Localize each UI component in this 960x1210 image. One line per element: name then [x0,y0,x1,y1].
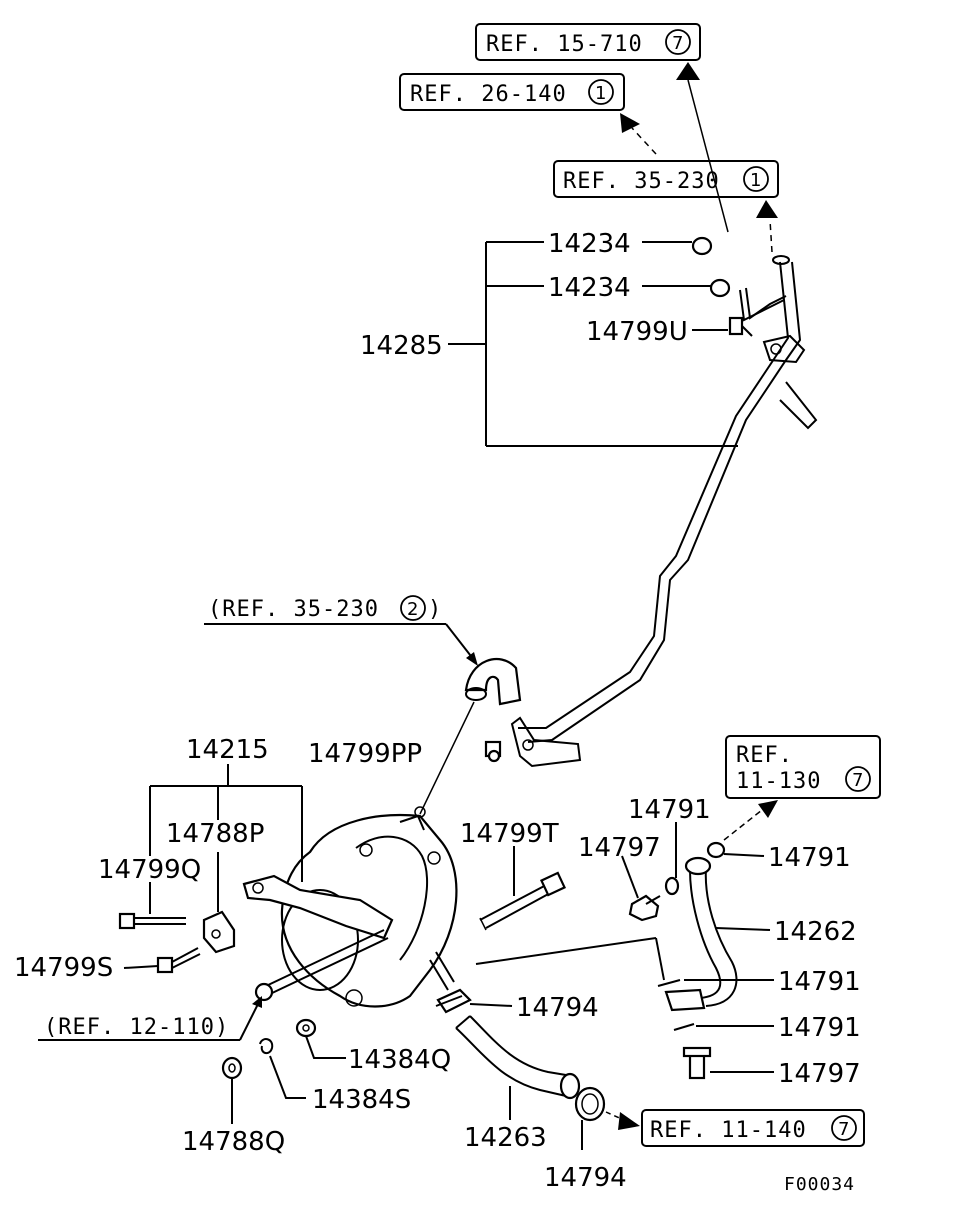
leaders-left [123,764,303,969]
hose-14263[interactable] [455,1015,581,1100]
ref-arrows-top [620,62,778,253]
ref-11-140-arrow [605,1111,640,1130]
clamp-14794-lower[interactable] [574,1086,606,1150]
arrow-up-icon [676,62,700,80]
figure-code: F00034 [784,1174,855,1195]
label-14791-c: 14791 [778,967,861,997]
seal-14791-d[interactable] [673,1023,695,1031]
svg-text:REF.: REF. [736,743,793,768]
ref-12-110-leader [38,996,262,1041]
label-14799Q: 14799Q [98,855,201,885]
banjo-bolt-14797-upper[interactable] [628,894,661,922]
svg-text:7: 7 [852,770,863,791]
svg-text:11-130: 11-130 [736,769,821,794]
label-14791-a: 14791 [628,795,711,825]
label-14384Q: 14384Q [348,1045,451,1075]
svg-text:2: 2 [407,599,418,620]
o-ring-14791-right[interactable] [706,841,726,859]
label-14791-b: 14791 [768,843,851,873]
svg-text:): ) [428,597,442,622]
bolt-14799PP[interactable] [484,740,502,763]
label-14794-b: 14794 [544,1163,627,1193]
nut-14788Q[interactable] [221,1056,243,1080]
label-14797-a: 14797 [578,833,661,863]
leaders-right [513,822,774,1073]
washer-14384S[interactable] [259,1038,274,1054]
label-14788P: 14788P [166,819,264,849]
label-14234-a: 14234 [548,229,631,259]
ref-12-110[interactable]: (REF. 12-110) [44,1015,229,1040]
label-14285: 14285 [360,331,443,361]
ref-box-26-140[interactable]: REF. 26-140 1 [399,73,625,111]
o-ring-14791-left[interactable] [664,876,680,896]
seal-14791-c[interactable] [657,979,681,987]
leaders-top [448,241,738,447]
bolt-14799T[interactable] [479,871,566,931]
washer-14384Q[interactable] [295,1018,317,1038]
ref-box-15-710[interactable]: REF. 15-710 7 [475,23,701,61]
label-14799U: 14799U [586,317,688,347]
ref-35-230-2[interactable]: (REF. 35-230 2 ) [208,595,442,622]
label-14263: 14263 [464,1123,547,1153]
arrow-up-left-icon [620,113,640,133]
leader-14794-a [469,1003,513,1007]
oil-pipe-14285 [510,255,818,768]
ref-box-35-230-1[interactable]: REF. 35-230 1 [553,160,779,198]
label-14797-b: 14797 [778,1059,861,1089]
label-14788Q: 14788Q [182,1127,285,1157]
label-14215: 14215 [186,735,269,765]
svg-text:REF. 11-140: REF. 11-140 [650,1118,807,1143]
banjo-bolt-14797-lower[interactable] [682,1046,712,1080]
label-14262: 14262 [774,917,857,947]
svg-text:REF. 15-710: REF. 15-710 [486,32,643,57]
label-14799PP: 14799PP [308,739,422,769]
hose-14262[interactable] [664,856,738,1012]
bracket-14215[interactable] [242,874,394,940]
bolt-14799S[interactable] [156,947,201,974]
bolt-14799U[interactable] [728,316,753,337]
leaders-bottom-left [231,1035,346,1124]
label-14799S: 14799S [14,953,113,983]
svg-text:1: 1 [595,83,606,104]
connector-line [475,937,657,965]
clamp-14794-upper[interactable] [435,988,472,1014]
label-14791-d: 14791 [778,1013,861,1043]
cap-14234-lower[interactable] [709,278,731,298]
arrow-up-icon [756,200,778,218]
cap-14234-upper[interactable] [691,236,713,256]
ref-box-11-130[interactable]: REF. 11-130 7 [725,735,881,799]
ref-35-230-2-leader [204,623,478,666]
svg-text:REF. 35-230: REF. 35-230 [563,169,720,194]
hose-elbow-upper [419,658,522,815]
long-bolt-ref-12-110 [254,929,389,1002]
label-14234-b: 14234 [548,273,631,303]
svg-text:(REF. 35-230: (REF. 35-230 [208,597,379,622]
ref-box-11-140[interactable]: REF. 11-140 7 [641,1109,865,1147]
label-14794-a: 14794 [516,993,599,1023]
ref-11-130-arrow [723,800,778,841]
svg-text:7: 7 [672,33,683,54]
svg-text:1: 1 [750,170,761,191]
nut-14788P[interactable] [202,910,236,954]
svg-text:(REF. 12-110): (REF. 12-110) [44,1015,229,1040]
label-14384S: 14384S [312,1085,411,1115]
svg-text:7: 7 [838,1119,849,1140]
bolt-14799Q[interactable] [118,912,186,930]
svg-text:REF. 26-140: REF. 26-140 [410,82,567,107]
label-14799T: 14799T [460,819,559,849]
